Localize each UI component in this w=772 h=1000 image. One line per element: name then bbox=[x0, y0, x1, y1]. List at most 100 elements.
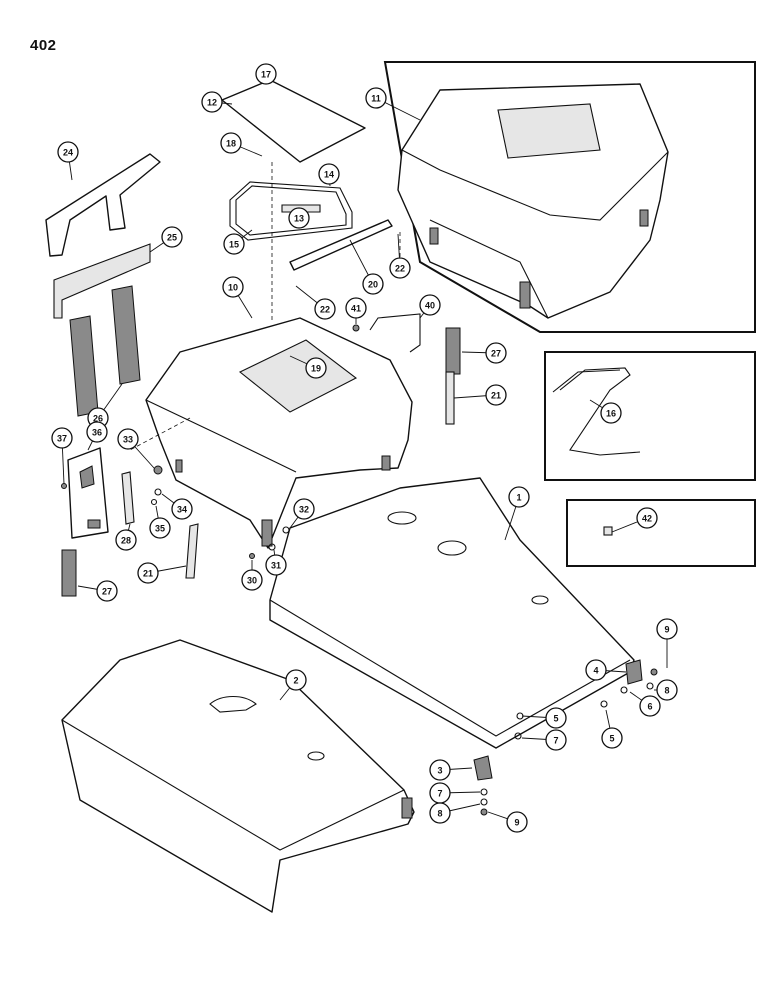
callout-number: 6 bbox=[647, 702, 652, 712]
callout-13: 13 bbox=[288, 207, 310, 229]
callout-number: 4 bbox=[593, 666, 598, 676]
callout-7: 7 bbox=[545, 729, 567, 751]
callout-number: 40 bbox=[425, 301, 435, 311]
handle-40 bbox=[369, 313, 421, 353]
callout-7: 7 bbox=[429, 782, 451, 804]
callout-number: 32 bbox=[299, 505, 309, 515]
callout-30: 30 bbox=[241, 569, 263, 591]
callout-22: 22 bbox=[389, 257, 411, 279]
hood-shell-10 bbox=[145, 317, 413, 549]
strip-28 bbox=[121, 471, 135, 525]
callout-number: 33 bbox=[123, 435, 133, 445]
callout-27: 27 bbox=[96, 580, 118, 602]
washer-31 bbox=[268, 543, 276, 551]
callout-3: 3 bbox=[429, 759, 451, 781]
callout-25: 25 bbox=[161, 226, 183, 248]
callout-36: 36 bbox=[86, 421, 108, 443]
pad-27-upper bbox=[445, 327, 461, 375]
hood-panel-1 bbox=[269, 477, 635, 749]
callout-4: 4 bbox=[585, 659, 607, 681]
bracket-4 bbox=[625, 659, 643, 685]
washer-7-lower bbox=[480, 788, 488, 796]
callout-layer: 1234556778899101112131415161718192021212… bbox=[51, 63, 678, 833]
callout-32: 32 bbox=[293, 498, 315, 520]
cover-plate bbox=[221, 79, 366, 163]
callout-41: 41 bbox=[345, 297, 367, 319]
nut-41 bbox=[352, 324, 360, 332]
callout-number: 21 bbox=[491, 391, 501, 401]
callout-number: 18 bbox=[226, 139, 236, 149]
callout-number: 35 bbox=[155, 524, 165, 534]
washer-8-lower bbox=[480, 798, 488, 806]
callout-5: 5 bbox=[545, 707, 567, 729]
callout-number: 5 bbox=[609, 734, 614, 744]
callout-28: 28 bbox=[115, 529, 137, 551]
washer-33 bbox=[153, 465, 163, 475]
callout-42: 42 bbox=[636, 507, 658, 529]
callout-19: 19 bbox=[305, 357, 327, 379]
callout-12: 12 bbox=[201, 91, 223, 113]
callout-5: 5 bbox=[601, 727, 623, 749]
callout-2: 2 bbox=[285, 669, 307, 691]
callout-number: 9 bbox=[664, 625, 669, 635]
callout-1: 1 bbox=[508, 486, 530, 508]
callout-number: 22 bbox=[395, 264, 405, 274]
callout-40: 40 bbox=[419, 294, 441, 316]
callout-number: 10 bbox=[228, 283, 238, 293]
callout-number: 15 bbox=[229, 240, 239, 250]
callout-24: 24 bbox=[57, 141, 79, 163]
callout-number: 21 bbox=[143, 569, 153, 579]
callout-number: 9 bbox=[514, 818, 519, 828]
callout-number: 12 bbox=[207, 98, 217, 108]
callout-number: 22 bbox=[320, 305, 330, 315]
bracket-3 bbox=[473, 755, 493, 781]
callout-21: 21 bbox=[485, 384, 507, 406]
callout-14: 14 bbox=[318, 163, 340, 185]
page-number: 402 bbox=[30, 37, 57, 54]
bolt-30 bbox=[249, 553, 255, 559]
bolt-37 bbox=[61, 483, 67, 489]
callout-27: 27 bbox=[485, 342, 507, 364]
strip-21-upper bbox=[445, 371, 455, 425]
callout-number: 7 bbox=[553, 736, 558, 746]
washer-7-upper bbox=[514, 732, 522, 740]
inset-box-handle bbox=[544, 351, 756, 481]
callout-number: 30 bbox=[247, 576, 257, 586]
inset-box-hood-shell bbox=[383, 61, 756, 333]
strip-21-lower bbox=[185, 523, 199, 579]
nut-9-upper bbox=[650, 668, 658, 676]
washer-32 bbox=[282, 526, 290, 534]
callout-number: 7 bbox=[437, 789, 442, 799]
callout-number: 24 bbox=[63, 148, 73, 158]
callout-number: 42 bbox=[642, 514, 652, 524]
callout-number: 27 bbox=[491, 349, 501, 359]
callout-number: 14 bbox=[324, 170, 334, 180]
callout-8: 8 bbox=[429, 802, 451, 824]
callout-9: 9 bbox=[656, 618, 678, 640]
callout-number: 26 bbox=[93, 414, 103, 424]
callout-17: 17 bbox=[255, 63, 277, 85]
callout-number: 31 bbox=[271, 561, 281, 571]
callout-number: 34 bbox=[177, 505, 187, 515]
callout-number: 41 bbox=[351, 304, 361, 314]
washer-34 bbox=[154, 488, 162, 496]
callout-9: 9 bbox=[506, 811, 528, 833]
callout-number: 1 bbox=[516, 493, 521, 503]
callout-number: 25 bbox=[167, 233, 177, 243]
callout-number: 17 bbox=[261, 70, 271, 80]
callout-37: 37 bbox=[51, 427, 73, 449]
callout-number: 28 bbox=[121, 536, 131, 546]
callout-34: 34 bbox=[171, 498, 193, 520]
bolt-5-right bbox=[600, 700, 608, 708]
guide-line bbox=[129, 417, 191, 451]
callout-31: 31 bbox=[265, 554, 287, 576]
pad-27-lower bbox=[61, 549, 77, 597]
callout-number: 27 bbox=[102, 587, 112, 597]
callout-8: 8 bbox=[656, 679, 678, 701]
strip-20 bbox=[289, 219, 393, 271]
callout-number: 8 bbox=[664, 686, 669, 696]
callout-6: 6 bbox=[639, 695, 661, 717]
inset-box-part-42 bbox=[566, 499, 756, 567]
callout-18: 18 bbox=[220, 132, 242, 154]
